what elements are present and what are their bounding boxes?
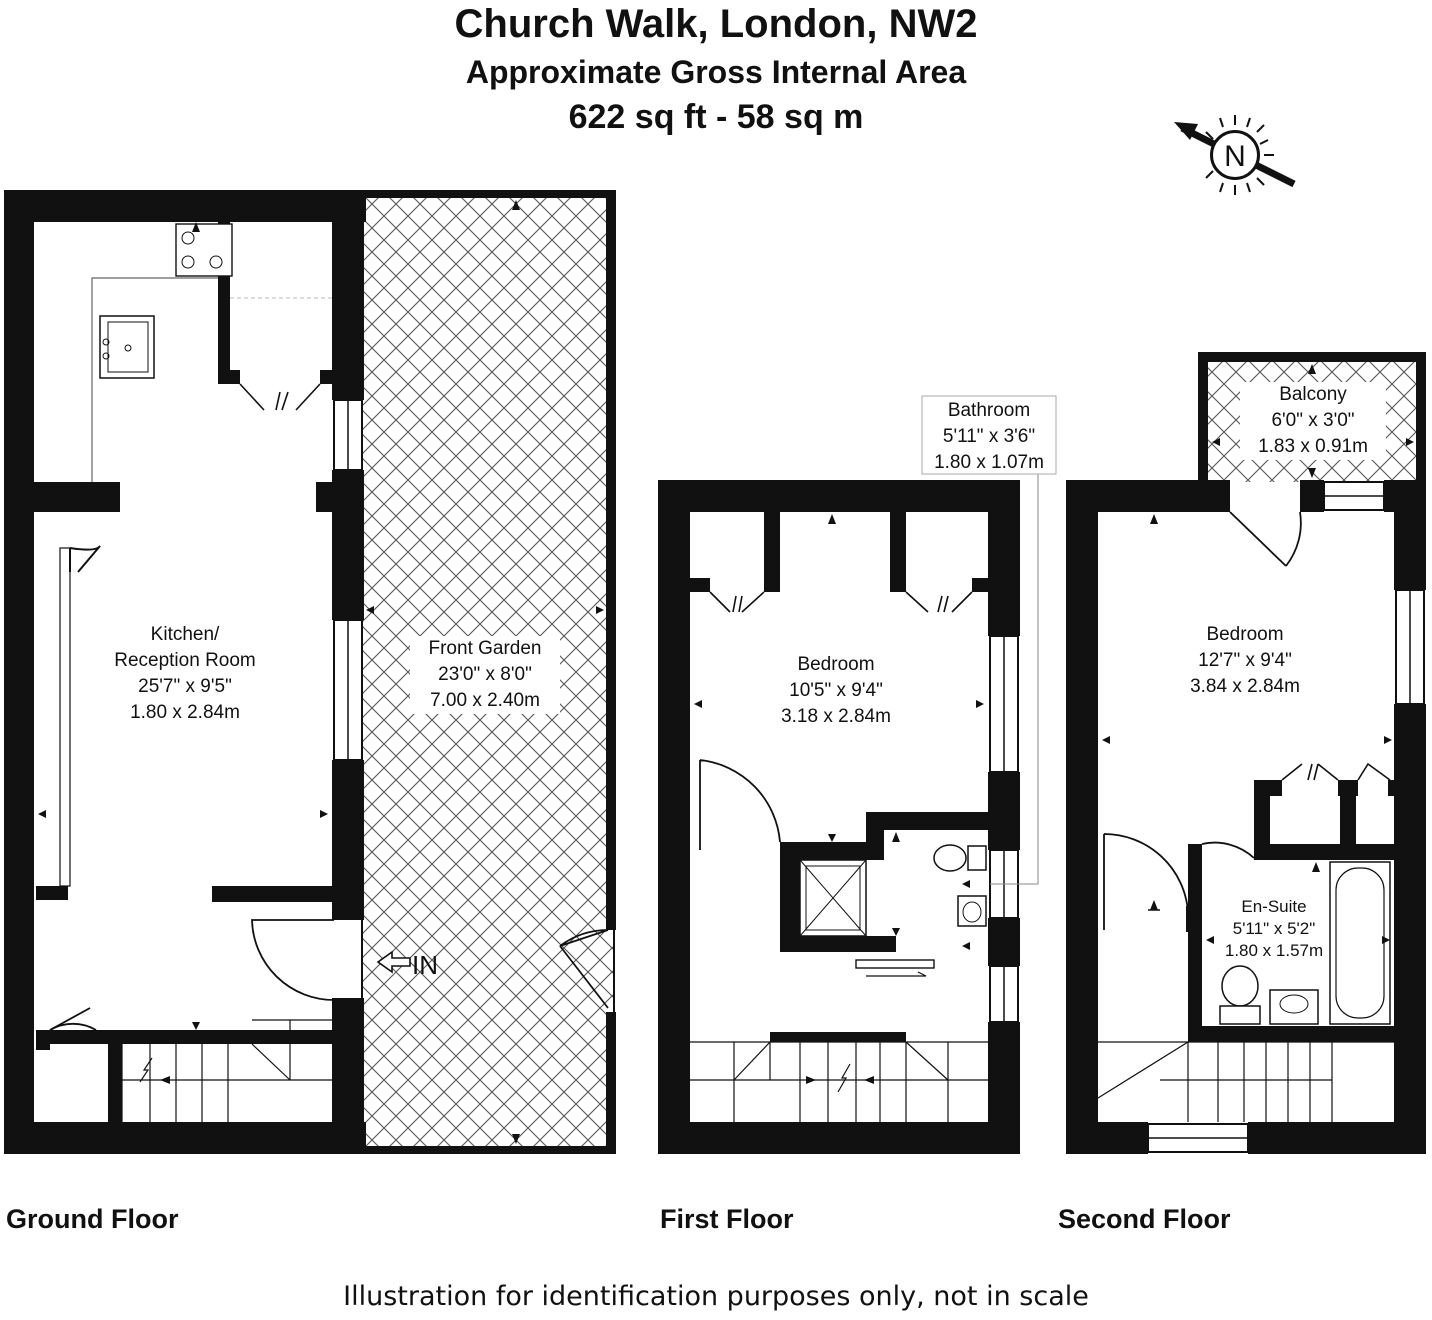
floor-label-first: First Floor bbox=[660, 1204, 794, 1234]
room-size-imperial: 6'0" x 3'0" bbox=[1240, 408, 1386, 434]
room-size-metric: 1.80 x 1.57m bbox=[1224, 941, 1324, 960]
disclaimer-footer: Illustration for identification purposes… bbox=[343, 1281, 1089, 1312]
page-title: Church Walk, London, NW2 bbox=[454, 2, 978, 46]
room-size-imperial: 10'5" x 9'4" bbox=[789, 680, 883, 701]
room-size-imperial: 25'7" x 9'5" bbox=[138, 676, 232, 697]
area-subtitle: Approximate Gross Internal Area bbox=[465, 54, 967, 90]
second-floor-plan bbox=[1066, 352, 1426, 1154]
room-name: Bathroom bbox=[947, 400, 1031, 421]
room-size-metric: 1.80 x 1.07m bbox=[934, 452, 1044, 473]
room-label-garden: Front Garden 23'0" x 8'0" 7.00 x 2.40m bbox=[410, 636, 560, 714]
room-size-metric: 1.80 x 2.84m bbox=[130, 702, 240, 723]
north-compass-icon: N bbox=[1174, 115, 1296, 195]
room-label-balcony: Balcony 6'0" x 3'0" 1.83 x 0.91m bbox=[1240, 382, 1386, 460]
room-name: Bedroom bbox=[1206, 624, 1284, 645]
room-label-bedroom-second: Bedroom 12'7" x 9'4" 3.84 x 2.84m bbox=[1170, 622, 1320, 700]
floor-plans: IN bbox=[4, 190, 1426, 1154]
room-name: Front Garden bbox=[410, 636, 560, 662]
room-label-ensuite: En-Suite 5'11" x 5'2" 1.80 x 1.57m bbox=[1212, 896, 1336, 962]
room-size-metric: 3.18 x 2.84m bbox=[781, 706, 891, 727]
room-name-2: Reception Room bbox=[114, 650, 256, 671]
floor-label-ground: Ground Floor bbox=[6, 1204, 179, 1234]
room-label-bathroom: Bathroom 5'11" x 3'6" 1.80 x 1.07m bbox=[922, 398, 1056, 476]
room-size-imperial: 5'11" x 3'6" bbox=[942, 426, 1036, 447]
room-label-bedroom-first: Bedroom 10'5" x 9'4" 3.18 x 2.84m bbox=[760, 652, 912, 730]
room-label-kitchen: Kitchen/ Reception Room 25'7" x 9'5" 1.8… bbox=[90, 622, 280, 726]
ground-floor-plan: IN bbox=[4, 190, 616, 1154]
room-size-metric: 7.00 x 2.40m bbox=[410, 688, 560, 714]
room-name: Balcony bbox=[1240, 382, 1386, 408]
room-size-metric: 3.84 x 2.84m bbox=[1190, 676, 1300, 697]
room-name: Kitchen/ bbox=[150, 624, 220, 645]
area-value: 622 sq ft - 58 sq m bbox=[568, 98, 864, 136]
room-name: Bedroom bbox=[797, 654, 875, 675]
first-floor-plan bbox=[658, 395, 1057, 1154]
entrance-label: IN bbox=[412, 950, 438, 980]
compass-letter: N bbox=[1224, 140, 1246, 173]
floor-label-second: Second Floor bbox=[1058, 1204, 1231, 1234]
room-name: En-Suite bbox=[1241, 897, 1307, 916]
room-size-imperial: 23'0" x 8'0" bbox=[410, 662, 560, 688]
room-size-metric: 1.83 x 0.91m bbox=[1240, 434, 1386, 460]
room-size-imperial: 5'11" x 5'2" bbox=[1232, 919, 1316, 938]
room-size-imperial: 12'7" x 9'4" bbox=[1198, 650, 1292, 671]
